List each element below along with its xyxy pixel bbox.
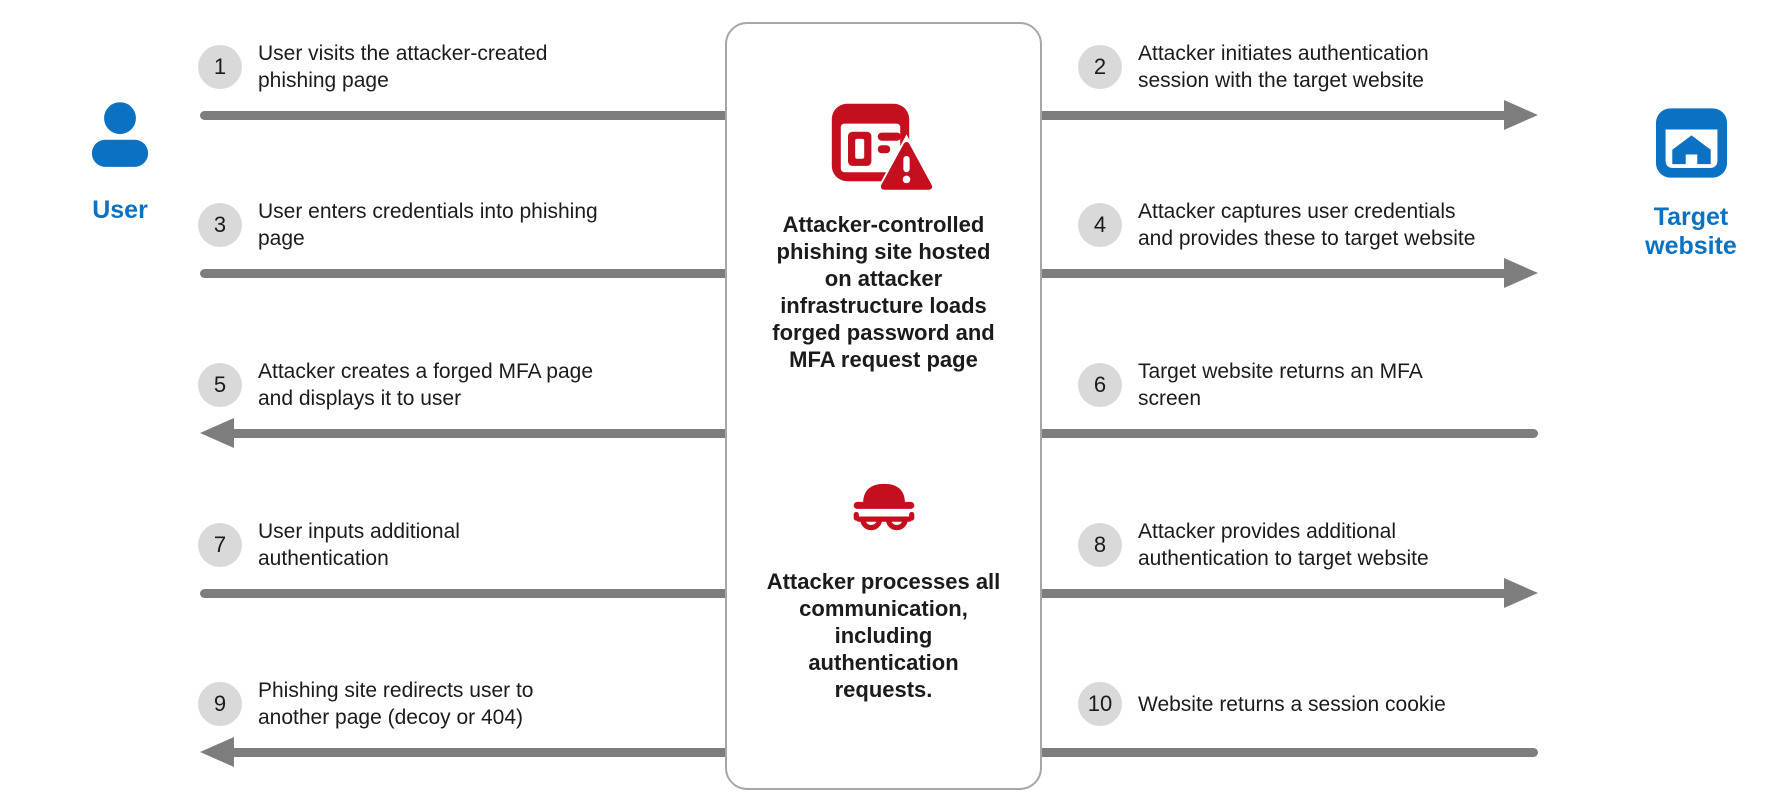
- step-text: User visits the attacker-created phishin…: [258, 42, 548, 92]
- arrow-line: [234, 748, 727, 757]
- phishing-site-description: Attacker-controlled phishing site hosted…: [772, 212, 995, 372]
- step-text: User enters credentials into phishing pa…: [258, 200, 598, 250]
- step-number-badge: 1: [198, 45, 242, 89]
- step-text: Target website returns an MFA screen: [1138, 360, 1423, 410]
- step-number-badge: 9: [198, 682, 242, 726]
- step-number-badge: 6: [1078, 363, 1122, 407]
- arrow-line: [1042, 589, 1504, 598]
- step-6: 6 Target website returns an MFA screen: [1078, 358, 1423, 412]
- step-8: 8 Attacker provides additional authentic…: [1078, 518, 1429, 572]
- arrow-line: [1042, 429, 1538, 438]
- attacker-process-description: Attacker processes all communication, in…: [766, 569, 1001, 702]
- user-entity: User: [62, 100, 178, 225]
- arrow-line: [1042, 269, 1504, 278]
- user-label: User: [92, 196, 148, 224]
- arrowhead-right-icon: [1504, 100, 1538, 130]
- arrowhead-right-icon: [1504, 578, 1538, 608]
- attacker-infrastructure-box: Attacker-controlled phishing site hosted…: [725, 22, 1042, 790]
- step-text: Phishing site redirects user to another …: [258, 679, 534, 729]
- attacker-process-block: Attacker processes all communication, in…: [727, 476, 1040, 703]
- step-2: 2 Attacker initiates authentication sess…: [1078, 40, 1429, 94]
- arrow-line: [200, 269, 727, 278]
- target-website-entity: Target website: [1640, 105, 1742, 261]
- step-number-badge: 3: [198, 203, 242, 247]
- step-text: Attacker initiates authentication sessio…: [1138, 42, 1429, 92]
- step-text: Website returns a session cookie: [1138, 692, 1446, 716]
- step-number-badge: 5: [198, 363, 242, 407]
- arrow-line: [234, 429, 727, 438]
- step-text: User inputs additional authentication: [258, 520, 460, 570]
- step-text: Attacker captures user credentials and p…: [1138, 200, 1476, 250]
- step-number-badge: 10: [1078, 682, 1122, 726]
- step-number-badge: 4: [1078, 203, 1122, 247]
- step-3: 3 User enters credentials into phishing …: [198, 198, 598, 252]
- step-number-badge: 2: [1078, 45, 1122, 89]
- arrowhead-left-icon: [200, 418, 234, 448]
- step-text: Attacker provides additional authenticat…: [1138, 520, 1429, 570]
- step-text: Attacker creates a forged MFA page and d…: [258, 360, 594, 410]
- attacker-spy-icon: [849, 476, 919, 536]
- phishing-site-block: Attacker-controlled phishing site hosted…: [727, 99, 1040, 373]
- step-10: 10 Website returns a session cookie: [1078, 682, 1446, 726]
- step-7: 7 User inputs additional authentication: [198, 518, 460, 572]
- arrow-line: [200, 111, 727, 120]
- step-5: 5 Attacker creates a forged MFA page and…: [198, 358, 593, 412]
- arrow-line: [200, 589, 727, 598]
- arrowhead-right-icon: [1504, 258, 1538, 288]
- target-website-label: Target website: [1645, 203, 1737, 260]
- step-number-badge: 7: [198, 523, 242, 567]
- step-9: 9 Phishing site redirects user to anothe…: [198, 677, 533, 731]
- arrow-line: [1042, 748, 1538, 757]
- target-website-icon: [1655, 105, 1728, 181]
- step-1: 1 User visits the attacker-created phish…: [198, 40, 547, 94]
- user-person-icon: [90, 100, 150, 170]
- step-number-badge: 8: [1078, 523, 1122, 567]
- step-4: 4 Attacker captures user credentials and…: [1078, 198, 1475, 252]
- phishing-site-warning-icon: [830, 99, 938, 195]
- arrowhead-left-icon: [200, 737, 234, 767]
- arrow-line: [1042, 111, 1504, 120]
